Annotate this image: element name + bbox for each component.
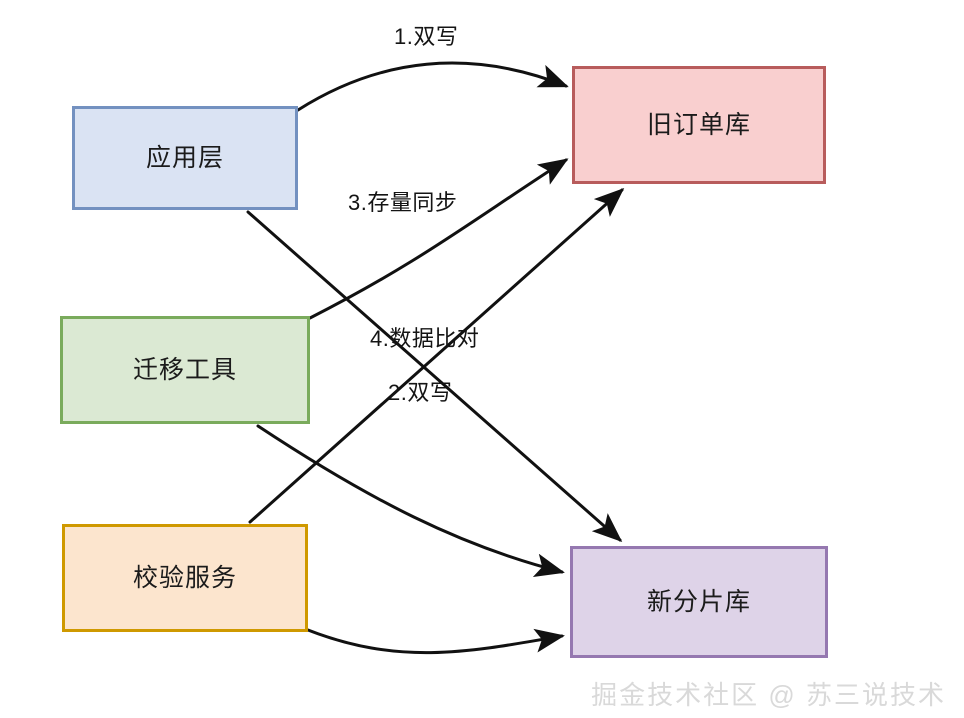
edge-label-1: 1.双写 (394, 24, 459, 49)
node-new-shard-db[interactable]: 新分片库 (570, 546, 828, 658)
edge-label-4: 4.数据比对 (370, 326, 480, 351)
node-label-old-order-db: 旧订单库 (646, 110, 751, 139)
edge-label-2: 2.双写 (388, 380, 453, 405)
node-old-order-db[interactable]: 旧订单库 (572, 66, 826, 184)
edge-edge-6 (306, 628, 565, 655)
node-label-app-layer: 应用层 (145, 143, 224, 172)
node-label-migration-tool: 迁移工具 (132, 355, 237, 384)
node-label-verify-service: 校验服务 (132, 563, 237, 592)
node-app-layer[interactable]: 应用层 (72, 106, 298, 210)
edge-edge-3 (308, 158, 569, 320)
edge-label-3: 3.存量同步 (348, 190, 458, 215)
node-label-new-shard-db: 新分片库 (646, 587, 751, 616)
edge-edge-1 (296, 61, 569, 112)
watermark-text: 掘金技术社区 @ 苏三说技术 (591, 680, 946, 710)
node-migration-tool[interactable]: 迁移工具 (60, 316, 310, 424)
node-verify-service[interactable]: 校验服务 (62, 524, 308, 632)
